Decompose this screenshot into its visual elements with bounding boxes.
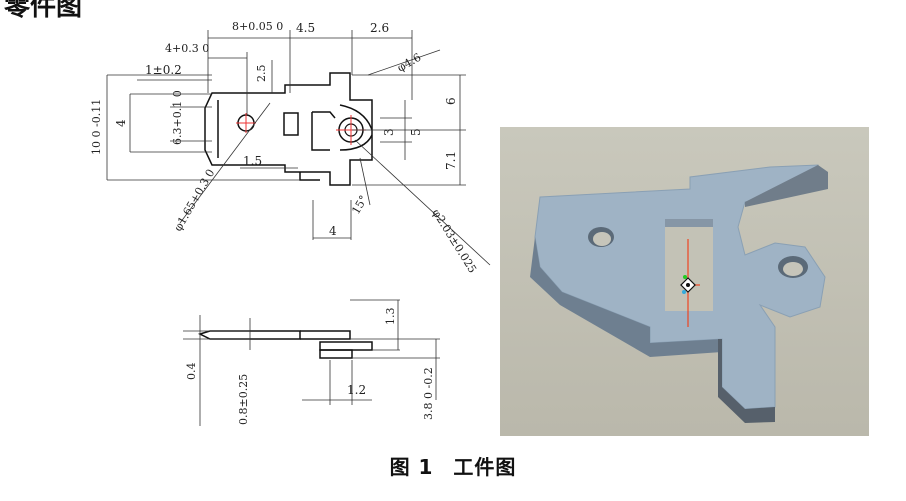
side-view-labels: 1.3 0.4 0.8±0.25 1.2 3.8 0 -0.2 [185,308,435,426]
dim-4-left: 4 [114,119,128,127]
dim-angle-15: 15° [349,193,370,216]
dim-4-bottom: 4 [329,224,337,238]
dim-1: 1±0.2 [145,63,182,77]
dim-6-3: 6.3+0.1 0 [171,90,184,145]
dim-2-6: 2.6 [370,21,389,35]
dim-6: 6 [444,97,458,105]
dim-0-4: 0.4 [185,363,198,381]
dim-2-5: 2.5 [255,65,268,83]
top-view-labels: 8+0.05 0 4.5 2.6 4+0.3 0 1±0.2 2.5 φ4.6 … [90,20,479,275]
dim-3-8: 3.8 0 -0.2 [422,367,435,420]
dim-phi2-03: φ2.03±0.025 [429,207,479,276]
dimension-lines [106,30,491,266]
figure-number: 图 1 [389,455,434,479]
dim-10: 10 0 -0.11 [90,99,103,155]
top-view-outline [204,72,373,186]
dim-0-8: 0.8±0.25 [237,374,250,425]
3d-part-shape [530,164,828,423]
side-view-outline [197,330,373,359]
dim-3: 3 [382,128,396,136]
figure-caption: 图 1 工件图 [0,451,906,480]
dim-8: 8+0.05 0 [232,20,283,33]
dim-5: 5 [409,128,423,136]
section-heading-fragment: 零件图 [4,0,83,22]
dim-1-2: 1.2 [347,383,366,397]
dim-1-5: 1.5 [243,154,262,168]
figure-title: 工件图 [453,455,517,479]
top-view-holes [236,113,366,145]
dim-4-tol: 4+0.3 0 [165,42,209,55]
3d-model-render [500,127,869,436]
dim-phi4-6: φ4.6 [395,51,423,75]
engineering-drawing: 8+0.05 0 4.5 2.6 4+0.3 0 1±0.2 2.5 φ4.6 … [90,20,491,426]
side-view-dim-lines [183,299,440,426]
dim-7-1: 7.1 [444,151,458,170]
dim-4-5: 4.5 [296,21,315,35]
dim-phi1-65: φ1.65+0.3 0 [171,167,217,234]
dim-1-3: 1.3 [384,308,397,326]
